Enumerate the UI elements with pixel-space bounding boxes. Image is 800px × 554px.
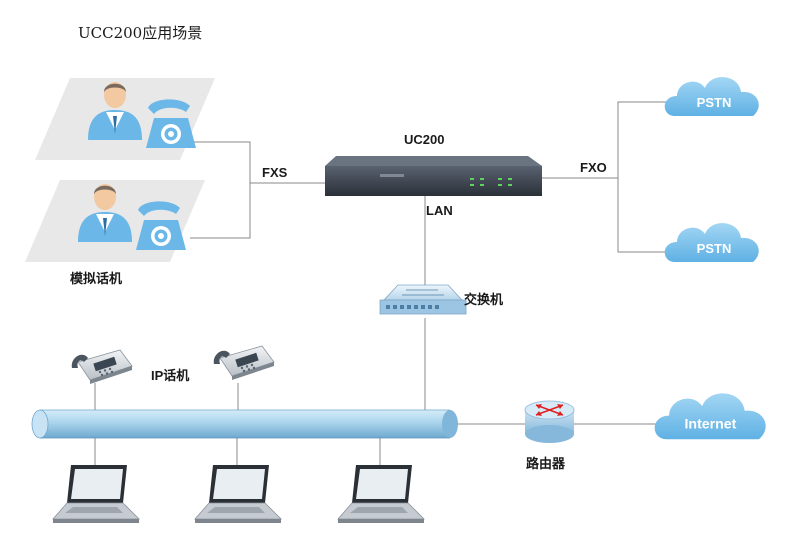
fxs-label: FXS [262, 165, 288, 180]
analog-phone-user-1 [35, 78, 215, 160]
pstn-bottom-label: PSTN [697, 241, 732, 256]
fxo-label: FXO [580, 160, 607, 175]
device-leds [470, 178, 512, 186]
pstn-top-label: PSTN [697, 95, 732, 110]
pstn-cloud-top: PSTN [664, 77, 759, 116]
uc200-label: UC200 [404, 132, 444, 147]
router [524, 400, 575, 443]
lan-label: LAN [426, 203, 453, 218]
ip-phone-2 [213, 345, 275, 381]
pstn-cloud-bottom: PSTN [664, 223, 759, 262]
uc200-device [325, 156, 542, 196]
laptop-1 [52, 464, 140, 524]
laptop-2 [194, 464, 282, 524]
ip-phones-label: IP话机 [151, 368, 189, 383]
router-label: 路由器 [526, 456, 566, 471]
lan-bus [31, 409, 458, 439]
laptop-3 [337, 464, 425, 524]
analog-phones-label: 模拟话机 [70, 271, 122, 286]
ip-phone-1 [71, 349, 133, 385]
network-switch [379, 284, 467, 315]
internet-cloud: Internet [654, 393, 766, 440]
analog-phone-user-2 [25, 180, 205, 262]
switch-label: 交换机 [464, 292, 503, 307]
internet-label: Internet [684, 417, 736, 433]
diagram-title: UCC200应用场景 [78, 24, 202, 42]
connection-lines [94, 101, 700, 465]
